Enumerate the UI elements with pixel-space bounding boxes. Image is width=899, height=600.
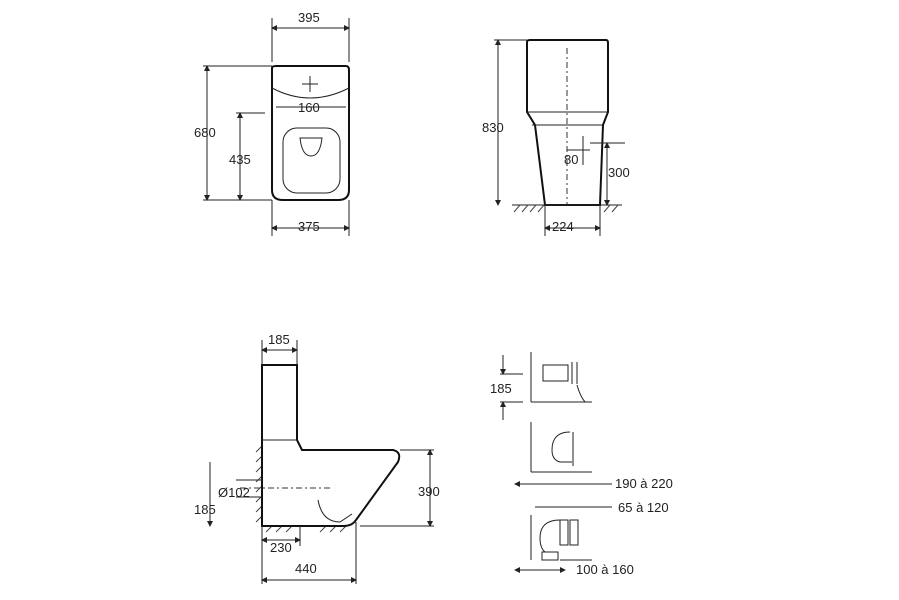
dim-tank-depth: 185 <box>268 332 290 347</box>
side-view: 830 80 300 224 <box>482 39 630 236</box>
dim-height: 830 <box>482 120 504 135</box>
dim-outlet-diameter: Ø102 <box>218 485 250 500</box>
dim-floor-range: 190 à 220 <box>615 476 673 491</box>
dim-wall-range: 100 à 160 <box>576 562 634 577</box>
dim-top-width: 395 <box>298 10 320 25</box>
dim-seat-depth: 435 <box>229 152 251 167</box>
dim-outlet-distance: 230 <box>270 540 292 555</box>
profile-view: 185 Ø102 185 390 230 440 <box>194 332 440 584</box>
dim-seat-height: 390 <box>418 484 440 499</box>
toilet-top-outline <box>271 65 350 201</box>
dim-inlet-spacing: 160 <box>298 100 320 115</box>
connection-details: 185 190 à 220 65 à 120 100 à 160 <box>490 352 673 577</box>
dim-base-width: 224 <box>552 219 574 234</box>
dim-horizontal-height: 185 <box>490 381 512 396</box>
dim-outlet-height: 185 <box>194 502 216 517</box>
dim-total-length: 440 <box>295 561 317 576</box>
dim-bottom-width: 375 <box>298 219 320 234</box>
dim-total-depth: 680 <box>194 125 216 140</box>
dim-offset-range: 65 à 120 <box>618 500 669 515</box>
dim-outlet-height: 300 <box>608 165 630 180</box>
front-view: 395 160 680 435 375 <box>194 10 350 236</box>
dim-outlet-offset: 80 <box>564 152 578 167</box>
seat-outline <box>282 127 341 194</box>
